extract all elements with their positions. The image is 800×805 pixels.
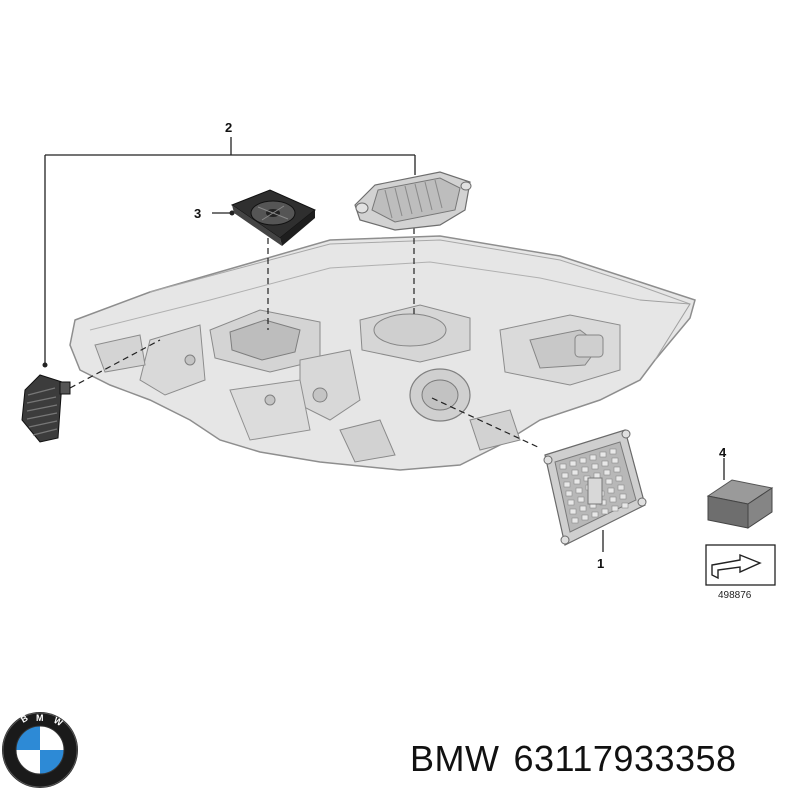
control-unit-cell bbox=[601, 508, 609, 515]
control-unit-cell bbox=[605, 478, 613, 485]
control-unit-part-1 bbox=[543, 429, 647, 552]
control-unit-cell bbox=[561, 472, 569, 479]
control-unit-cell bbox=[569, 508, 577, 515]
control-unit-cell bbox=[563, 481, 571, 488]
control-unit-cell bbox=[603, 469, 611, 476]
control-unit-cell bbox=[609, 496, 617, 503]
bmw-logo: B M W bbox=[2, 712, 78, 788]
callout-1: 1 bbox=[597, 556, 604, 571]
control-unit-cell bbox=[613, 466, 621, 473]
control-unit-cell bbox=[591, 463, 599, 470]
control-unit-cell bbox=[569, 460, 577, 467]
headlight-housing bbox=[69, 235, 696, 471]
control-unit-cell bbox=[567, 499, 575, 506]
fan-part-3 bbox=[212, 189, 316, 246]
control-unit-cell bbox=[621, 502, 629, 509]
control-unit-cell bbox=[619, 493, 627, 500]
control-unit-cell bbox=[581, 514, 589, 521]
callout-2: 2 bbox=[225, 120, 232, 135]
control-unit-cell bbox=[571, 469, 579, 476]
control-unit-cell bbox=[573, 478, 581, 485]
control-unit-cell bbox=[607, 487, 615, 494]
control-unit-cell bbox=[589, 454, 597, 461]
callout-3: 3 bbox=[194, 206, 201, 221]
control-unit-cell bbox=[579, 505, 587, 512]
assembly-lines bbox=[69, 228, 541, 449]
callout-2-bracket bbox=[44, 137, 416, 365]
box-part-4 bbox=[706, 458, 774, 529]
led-module-part-2 bbox=[354, 171, 472, 231]
control-unit-cell bbox=[599, 451, 607, 458]
control-unit-cell bbox=[601, 460, 609, 467]
control-unit-cell bbox=[617, 484, 625, 491]
control-unit-cell bbox=[609, 448, 617, 455]
callout-4: 4 bbox=[719, 445, 727, 460]
control-unit-cell bbox=[559, 463, 567, 470]
control-unit-cell bbox=[577, 496, 585, 503]
brand-name: BMW bbox=[410, 738, 500, 779]
svg-text:B: B bbox=[19, 713, 30, 725]
control-unit-cell bbox=[593, 472, 601, 479]
heatsink-part-2 bbox=[21, 362, 71, 443]
part-caption: BMW 63117933358 bbox=[410, 738, 790, 780]
control-unit-cell bbox=[581, 466, 589, 473]
control-unit-cell bbox=[611, 505, 619, 512]
control-unit-cell bbox=[565, 490, 573, 497]
figure-reference-box bbox=[705, 544, 776, 586]
control-unit-cell bbox=[571, 517, 579, 524]
control-unit-cell bbox=[611, 457, 619, 464]
figure-number: 498876 bbox=[718, 590, 752, 601]
control-unit-cell bbox=[615, 475, 623, 482]
control-unit-cell bbox=[575, 487, 583, 494]
svg-text:M: M bbox=[36, 713, 44, 723]
part-number: 63117933358 bbox=[513, 738, 737, 779]
control-unit-cell bbox=[579, 457, 587, 464]
control-unit-cell bbox=[591, 511, 599, 518]
